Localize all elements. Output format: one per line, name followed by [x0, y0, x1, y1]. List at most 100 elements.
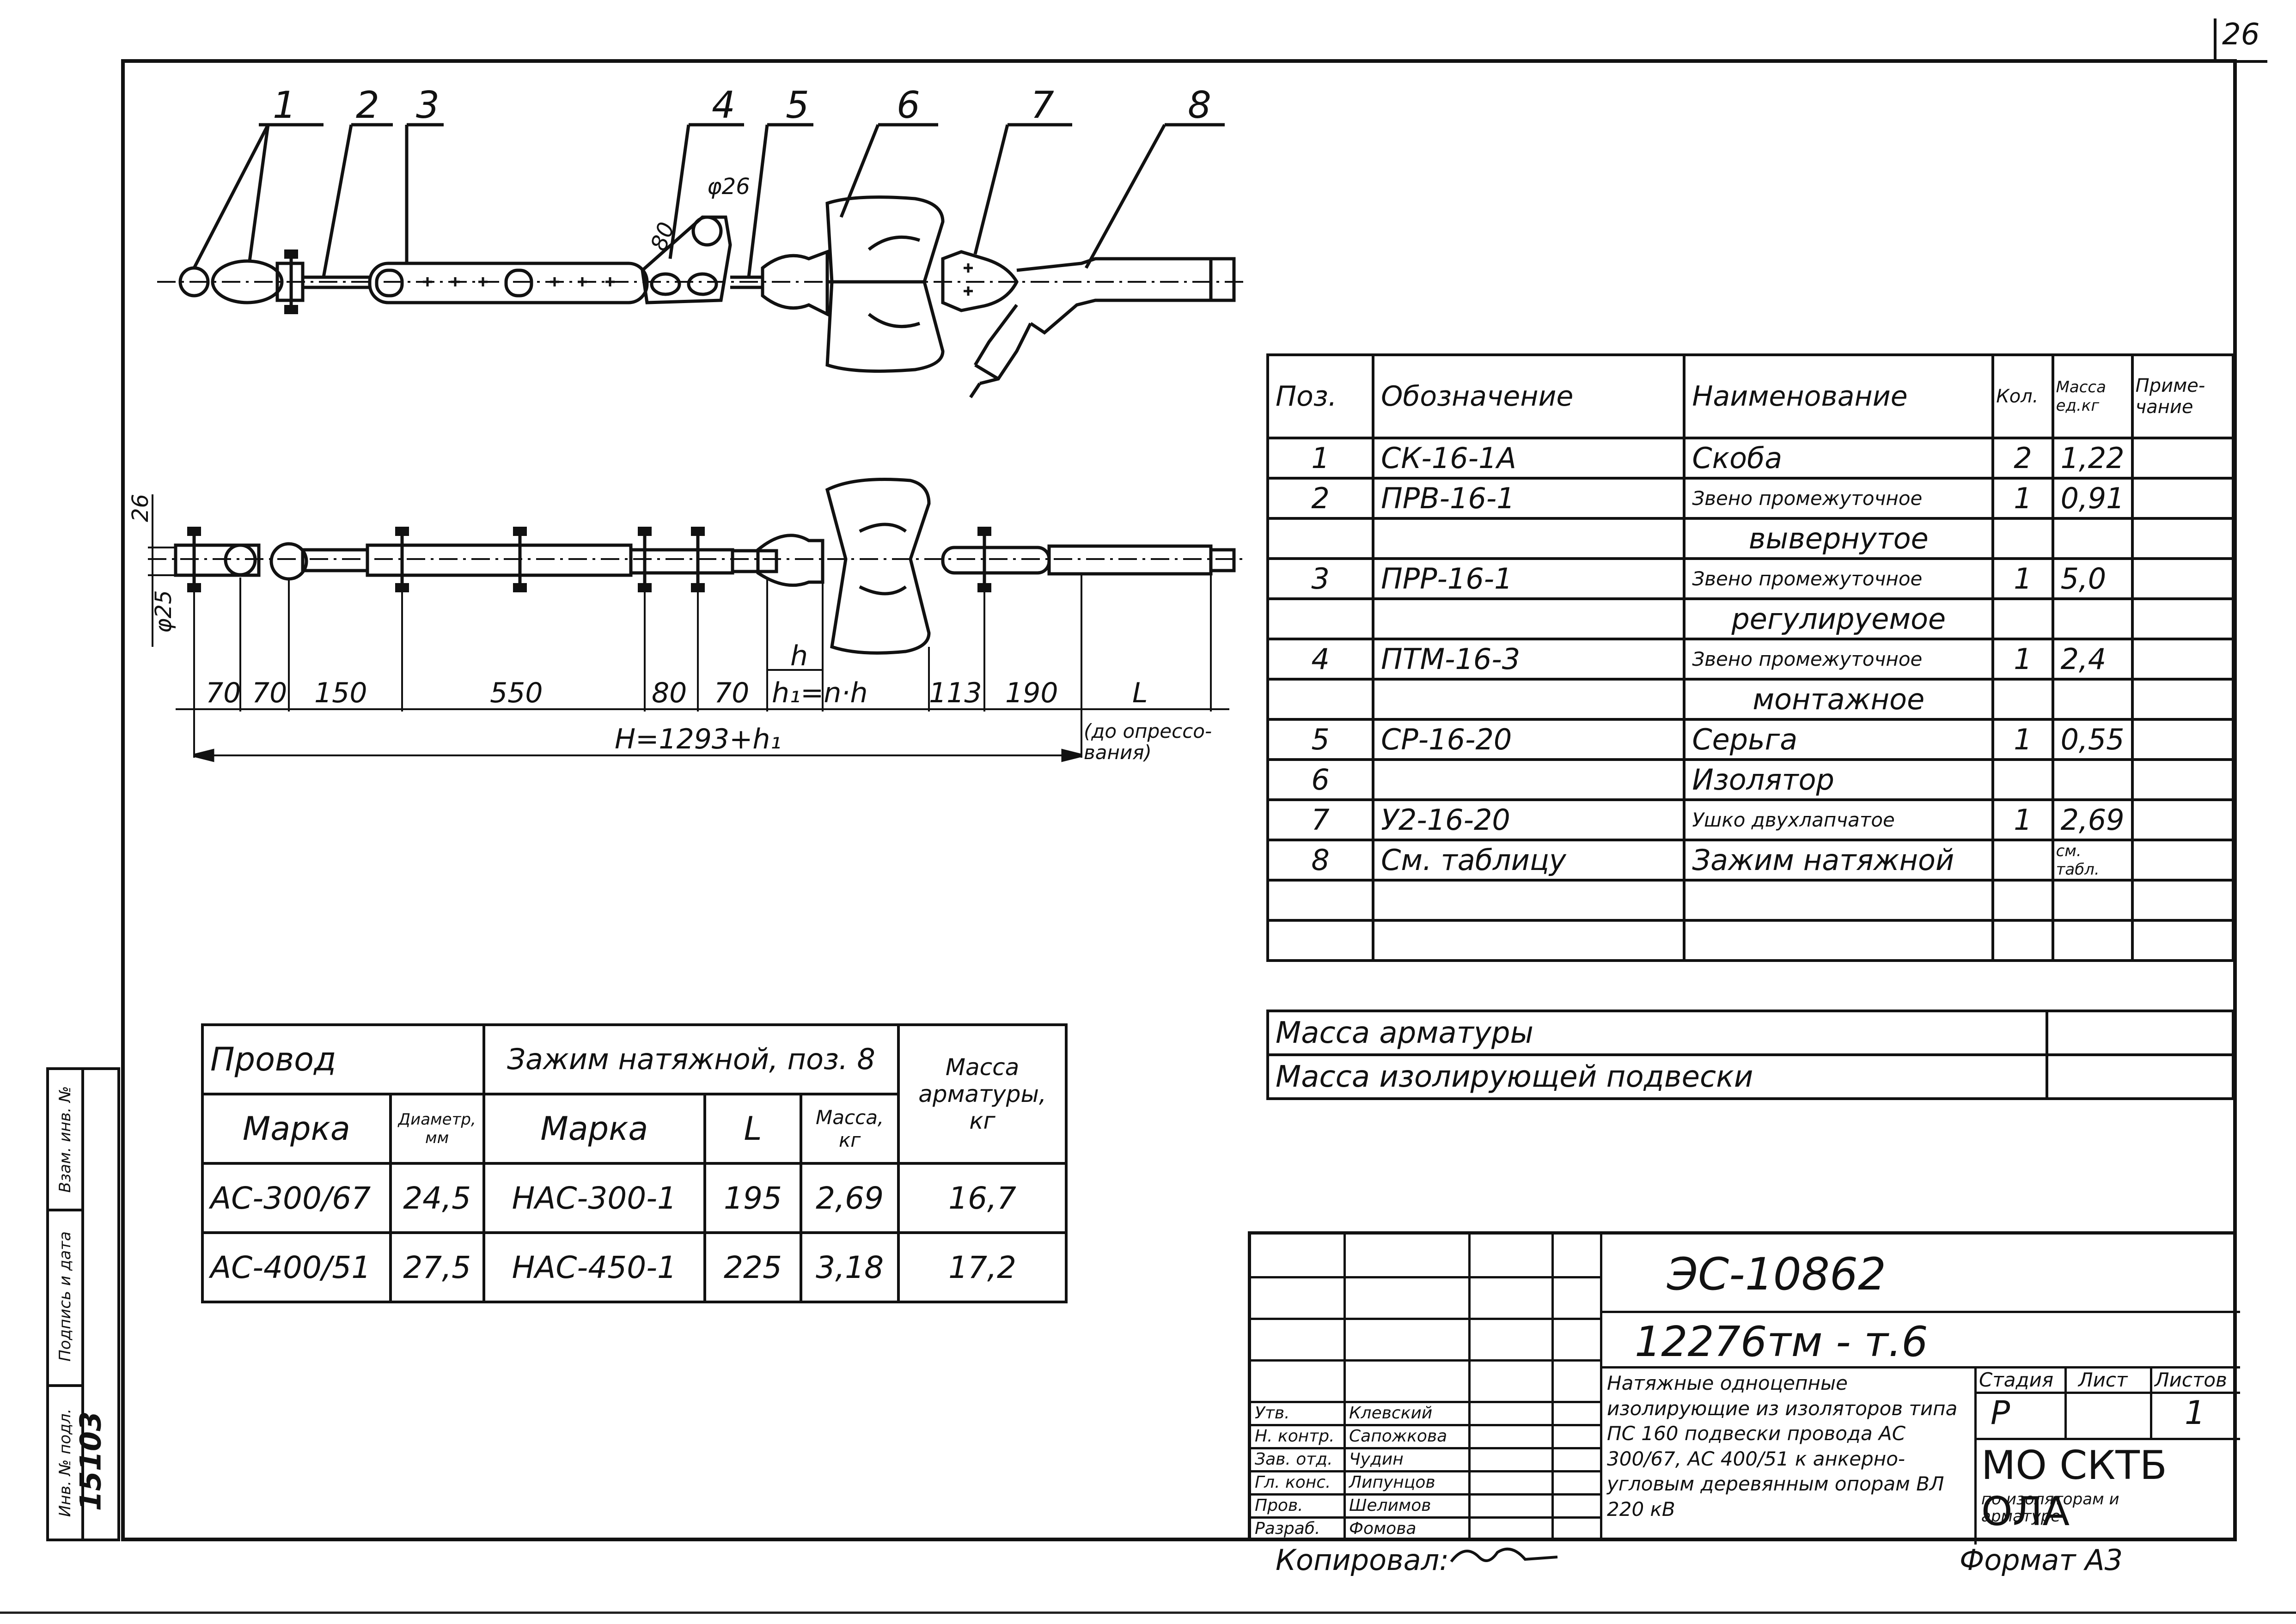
dim-h1: h₁=n·h [772, 677, 867, 709]
mass-suspension-value [2046, 1053, 2235, 1100]
spec-row [1266, 879, 2235, 922]
wire-cell: 16,7 [897, 1162, 1068, 1234]
spec-cell: Звено промежуточное [1683, 638, 1995, 681]
spec-cell [1266, 919, 1375, 962]
spec-cell: См. таблицу [1372, 839, 1686, 882]
spec-cell [1266, 517, 1375, 560]
spec-cell: 1 [1991, 557, 2054, 600]
spec-cell [1991, 839, 2054, 882]
spec-cell [2131, 597, 2235, 640]
spec-cell [2051, 879, 2134, 922]
spec-cell [1372, 758, 1686, 801]
spec-cell [2131, 557, 2235, 600]
wire-sub-mark: Марка [201, 1093, 392, 1165]
sheet-header: Лист [2078, 1369, 2128, 1391]
side-stamp: Взам. инв. № Подпись и дата Инв. № подл.… [46, 1067, 120, 1541]
spec-cell: монтажное [1683, 678, 1995, 721]
spec-cell [1266, 678, 1375, 721]
wire-cell: АС-300/67 [201, 1162, 392, 1234]
sheets-value: 1 [2185, 1394, 2205, 1432]
callout-3: 3 [416, 84, 440, 127]
mass-armature-value [2046, 1010, 2235, 1056]
stamp-inv-original: Инв. № подл. [56, 1408, 74, 1517]
clamp-sub-mass: Масса, кг [800, 1093, 900, 1165]
spec-cell: СР-16-20 [1372, 718, 1686, 761]
tb-name: Чудин [1349, 1450, 1404, 1469]
stamp-inv-number: 15103 [73, 1411, 108, 1511]
clamp-header: Зажим натяжной, поз. 8 [482, 1023, 900, 1095]
stamp-signature-date: Подпись и дата [56, 1231, 74, 1362]
dim-26-side: 26 [128, 494, 153, 522]
format-label: Формат А3 [1960, 1543, 2123, 1577]
spec-header-mass: Масса ед.кг [2051, 353, 2134, 439]
spec-cell: 1 [1991, 718, 2054, 761]
drawing-title: Натяжные одноцепные изолирующие из изоля… [1607, 1372, 1958, 1521]
spec-cell: ПТМ-16-3 [1372, 638, 1686, 681]
spec-cell [1372, 517, 1686, 560]
stage-header: Стадия [1979, 1369, 2054, 1391]
wire-cell: 2,69 [800, 1162, 900, 1234]
spec-cell: Звено промежуточное [1683, 557, 1995, 600]
dim-550: 550 [490, 677, 543, 709]
spec-header-note: Приме-чание [2131, 353, 2235, 439]
spec-header-name: Наименование [1683, 353, 1995, 439]
spec-cell [1266, 879, 1375, 922]
tb-role: Н. контр. [1255, 1427, 1335, 1446]
tb-name: Липунцов [1349, 1473, 1435, 1492]
dim-80b: 80 [652, 677, 687, 709]
spec-cell [2131, 517, 2235, 560]
compression-note: (до опрессо-вания) [1084, 721, 1212, 764]
spec-cell [2051, 597, 2134, 640]
sheets-header: Листов [2155, 1369, 2227, 1391]
spec-cell: Ушко двухлапчатое [1683, 798, 1995, 841]
dim-70a: 70 [206, 677, 241, 709]
spec-cell: Серьга [1683, 718, 1995, 761]
spec-cell [2051, 758, 2134, 801]
copier-signature [1450, 1547, 1558, 1563]
spec-table: Поз. Обозначение Наименование Кол. Масса… [1266, 353, 2235, 962]
dim-70c: 70 [714, 677, 749, 709]
callout-6: 6 [897, 84, 920, 127]
org-name: МО СКТБ ОЛА [1981, 1442, 2167, 1535]
wire-cell: НАС-300-1 [482, 1162, 706, 1234]
tb-name: Клевский [1349, 1404, 1433, 1423]
spec-cell [2131, 678, 2235, 721]
wire-cell: 24,5 [389, 1162, 485, 1234]
page-bottom-line [0, 1612, 2296, 1614]
spec-cell: 5,0 [2051, 557, 2134, 600]
spec-row [1266, 919, 2235, 962]
wire-cell: 225 [703, 1231, 803, 1303]
spec-cell: 3 [1266, 557, 1375, 600]
spec-cell: ПРВ-16-1 [1372, 477, 1686, 520]
spec-header-designation: Обозначение [1372, 353, 1686, 439]
spec-cell [2131, 638, 2235, 681]
spec-cell: Зажим натяжной [1683, 839, 1995, 882]
spec-cell: 1 [1266, 437, 1375, 480]
spec-cell: 8 [1266, 839, 1375, 882]
dim-113: 113 [929, 677, 982, 709]
spec-cell [1991, 597, 2054, 640]
mass-table: Масса арматуры Масса изолирующей подвеск… [1266, 1010, 2235, 1100]
mass-header: Масса арматуры, кг [897, 1023, 1068, 1165]
spec-cell: 1 [1991, 798, 2054, 841]
spec-cell: СК-16-1А [1372, 437, 1686, 480]
wire-cell: 195 [703, 1162, 803, 1234]
spec-cell [1991, 758, 2054, 801]
drawing-code-1: ЭС-10862 [1667, 1248, 1887, 1300]
spec-row: регулируемое [1266, 597, 2235, 640]
spec-cell [2131, 798, 2235, 841]
spec-cell [2051, 517, 2134, 560]
spec-cell [1372, 678, 1686, 721]
spec-cell: 2 [1991, 437, 2054, 480]
spec-cell: 5 [1266, 718, 1375, 761]
spec-cell: 2,69 [2051, 798, 2134, 841]
spec-cell [2131, 758, 2235, 801]
